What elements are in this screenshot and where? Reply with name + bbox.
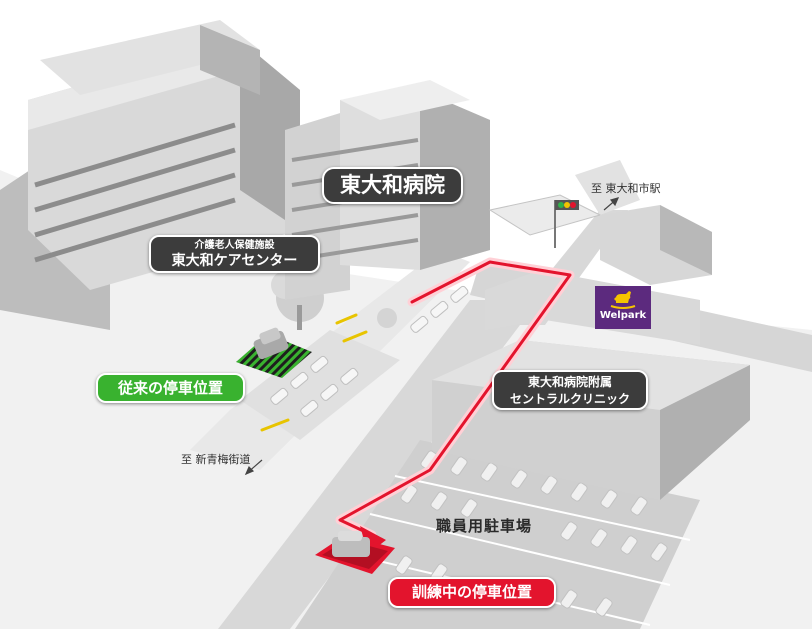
hospital-label: 東大和病院 — [322, 167, 463, 204]
station-direction-label: 至 東大和市駅 — [591, 182, 661, 195]
welpark-logo: Welpark — [595, 286, 651, 329]
building-station-side — [600, 205, 712, 285]
clinic-label-line2: セントラルクリニック — [509, 392, 630, 406]
care-center-label-line1: 介護老人保健施設 — [194, 240, 275, 251]
care-center-label-line2: 東大和ケアセンター — [171, 253, 298, 269]
ome-direction-label: 至 新青梅街道 — [181, 453, 251, 466]
left-parking-lot — [240, 285, 469, 440]
care-center-label: 介護老人保健施設 東大和ケアセンター — [149, 235, 320, 273]
training-stop-area — [315, 531, 395, 574]
traffic-signal-icon — [554, 200, 579, 248]
ambulance-van-icon — [253, 327, 289, 360]
training-position-label: 訓練中の停車位置 — [388, 577, 556, 608]
welpark-logo-text: Welpark — [599, 310, 647, 321]
building-care-center — [0, 20, 300, 330]
old-stop-area — [236, 327, 312, 378]
staff-parking-label: 職員用駐車場 — [436, 517, 533, 535]
clinic-label: 東大和病院附属 セントラルクリニック — [492, 370, 648, 410]
station-road — [575, 160, 640, 215]
rocking-horse-icon — [610, 291, 636, 309]
direction-arrow-icon — [244, 197, 620, 476]
old-position-label: 従来の停車位置 — [96, 373, 245, 403]
clinic-label-line1: 東大和病院附属 — [527, 375, 612, 389]
ambulance-van-icon — [332, 531, 370, 557]
